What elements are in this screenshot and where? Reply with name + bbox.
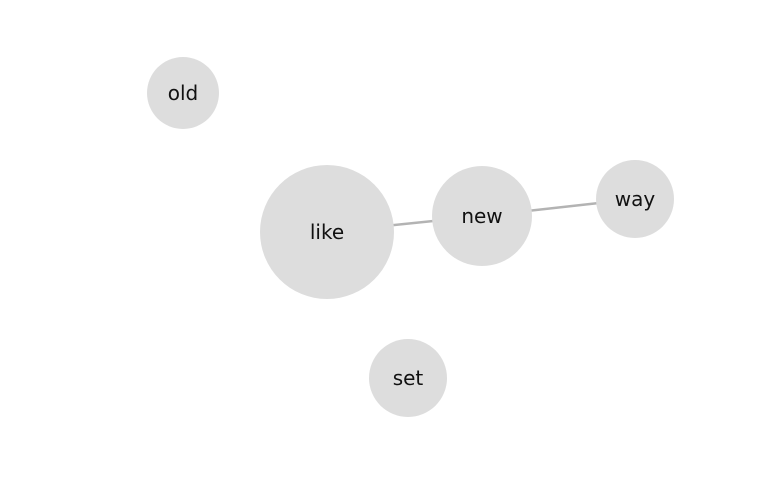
node-like-label: like (310, 220, 344, 244)
node-like[interactable]: like (260, 165, 394, 299)
node-old-label: old (168, 81, 199, 105)
node-old-circle (147, 57, 219, 129)
node-set[interactable]: set (369, 339, 447, 417)
node-way-label: way (615, 187, 656, 211)
node-way-circle (596, 160, 674, 238)
nodes-layer: old like new way set (147, 57, 674, 417)
node-old[interactable]: old (147, 57, 219, 129)
node-like-circle (260, 165, 394, 299)
node-set-circle (369, 339, 447, 417)
node-new-circle (432, 166, 532, 266)
node-set-label: set (393, 366, 424, 390)
node-new[interactable]: new (432, 166, 532, 266)
node-way[interactable]: way (596, 160, 674, 238)
node-new-label: new (461, 204, 502, 228)
